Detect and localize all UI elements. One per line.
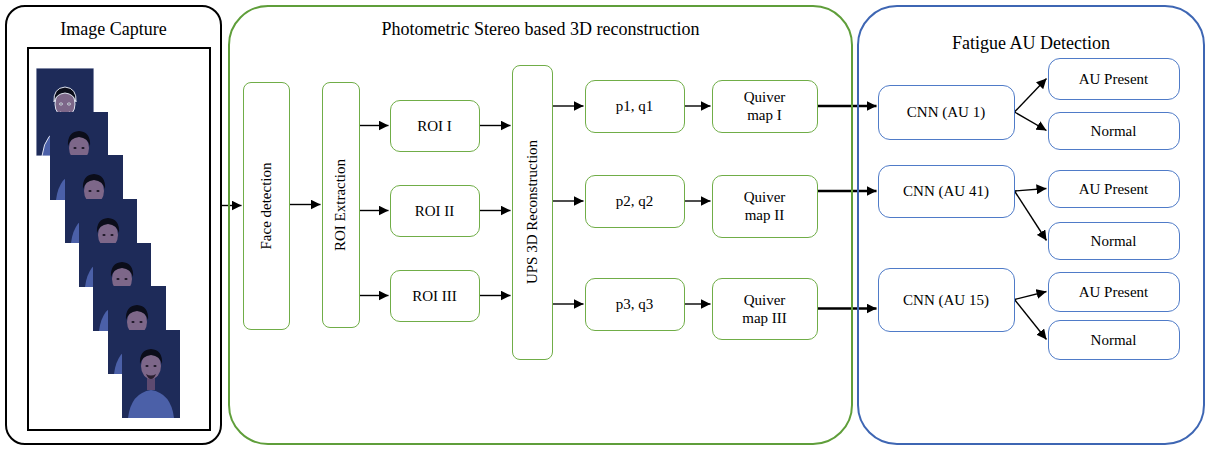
classifier-box: AU Present <box>1048 58 1180 100</box>
process-box: ROI I <box>390 100 480 152</box>
process-box: Quiver map III <box>712 278 818 340</box>
process-box: Quiver map I <box>712 80 818 133</box>
box-label: ROI Extraction <box>332 158 350 250</box>
box-label: ROI II <box>415 202 455 220</box>
process-box: Face detection <box>243 82 290 330</box>
flow-arrow <box>360 295 389 296</box>
classifier-box: Normal <box>1048 320 1180 360</box>
process-box: ROI II <box>390 185 480 237</box>
flow-arrow <box>553 200 584 201</box>
process-box: Quiver map II <box>712 175 818 238</box>
box-label: AU Present <box>1079 70 1149 88</box>
panel-title: Image Capture <box>7 19 220 41</box>
flow-arrow <box>1015 191 1047 241</box>
process-box: ROI Extraction <box>322 82 360 328</box>
classifier-box: AU Present <box>1048 170 1180 208</box>
image-frame <box>28 48 210 430</box>
process-box: UPS 3D Reconstruction <box>512 65 553 360</box>
box-label: AU Present <box>1079 180 1149 198</box>
box-label: p2, q2 <box>616 192 654 210</box>
box-label: CNN (AU 1) <box>907 103 985 121</box>
flow-arrow <box>480 210 511 211</box>
flow-arrow <box>818 307 877 310</box>
flow-arrow <box>360 125 389 126</box>
panel-title: Photometric Stereo based 3D reconstructi… <box>230 19 851 41</box>
flow-arrow <box>553 105 584 106</box>
stage-panel: Face detection ROI Extraction ROI I ROI II R… <box>228 5 853 445</box>
flow-arrow <box>1015 112 1047 131</box>
classifier-box: Normal <box>1048 112 1180 150</box>
process-box: ROI III <box>390 270 480 322</box>
box-label: Normal <box>1091 331 1137 349</box>
stage-panel: Image Capture <box>5 5 222 445</box>
box-label: ROI III <box>412 287 457 305</box>
process-box: p3, q3 <box>585 278 685 331</box>
flow-arrow <box>480 295 511 296</box>
box-label: UPS 3D Reconstruction <box>523 140 541 284</box>
flow-arrow <box>818 190 877 193</box>
box-label: p3, q3 <box>616 295 654 313</box>
box-label: CNN (AU 15) <box>903 291 989 309</box>
flow-arrow <box>685 105 711 106</box>
box-label: Quiver map I <box>734 88 796 124</box>
flow-arrow <box>360 210 389 211</box>
box-label: Normal <box>1091 232 1137 250</box>
process-box: p1, q1 <box>585 80 685 133</box>
box-label: ROI I <box>417 117 452 135</box>
flow-arrow <box>222 205 242 206</box>
stage-panel: CNN (AU 1)AU PresentNormalCNN (AU 41)AU … <box>857 5 1205 445</box>
classifier-box: CNN (AU 41) <box>878 165 1015 218</box>
panel-title: Fatigue AU Detection <box>859 33 1203 55</box>
flow-arrow <box>1015 79 1047 113</box>
box-label: AU Present <box>1079 283 1149 301</box>
classifier-box: AU Present <box>1048 272 1180 312</box>
classifier-box: CNN (AU 1) <box>878 85 1015 140</box>
flow-arrow <box>553 303 584 304</box>
classifier-box: CNN (AU 15) <box>878 268 1015 332</box>
box-label: Quiver map II <box>734 188 796 224</box>
box-label: Face detection <box>257 162 275 249</box>
box-label: Quiver map III <box>732 291 798 327</box>
flow-arrow <box>1015 300 1047 340</box>
flow-arrow <box>685 200 711 201</box>
process-box: p2, q2 <box>585 175 685 228</box>
box-label: p1, q1 <box>616 97 654 115</box>
flow-arrow <box>685 303 711 304</box>
flow-arrow <box>290 204 321 205</box>
box-label: CNN (AU 41) <box>903 182 989 200</box>
classifier-box: Normal <box>1048 222 1180 260</box>
flow-arrow <box>480 125 511 126</box>
flow-arrow <box>1015 292 1047 300</box>
box-label: Normal <box>1091 122 1137 140</box>
flow-arrow <box>1015 189 1047 192</box>
face-photo <box>122 330 180 418</box>
flow-arrow <box>818 105 877 108</box>
